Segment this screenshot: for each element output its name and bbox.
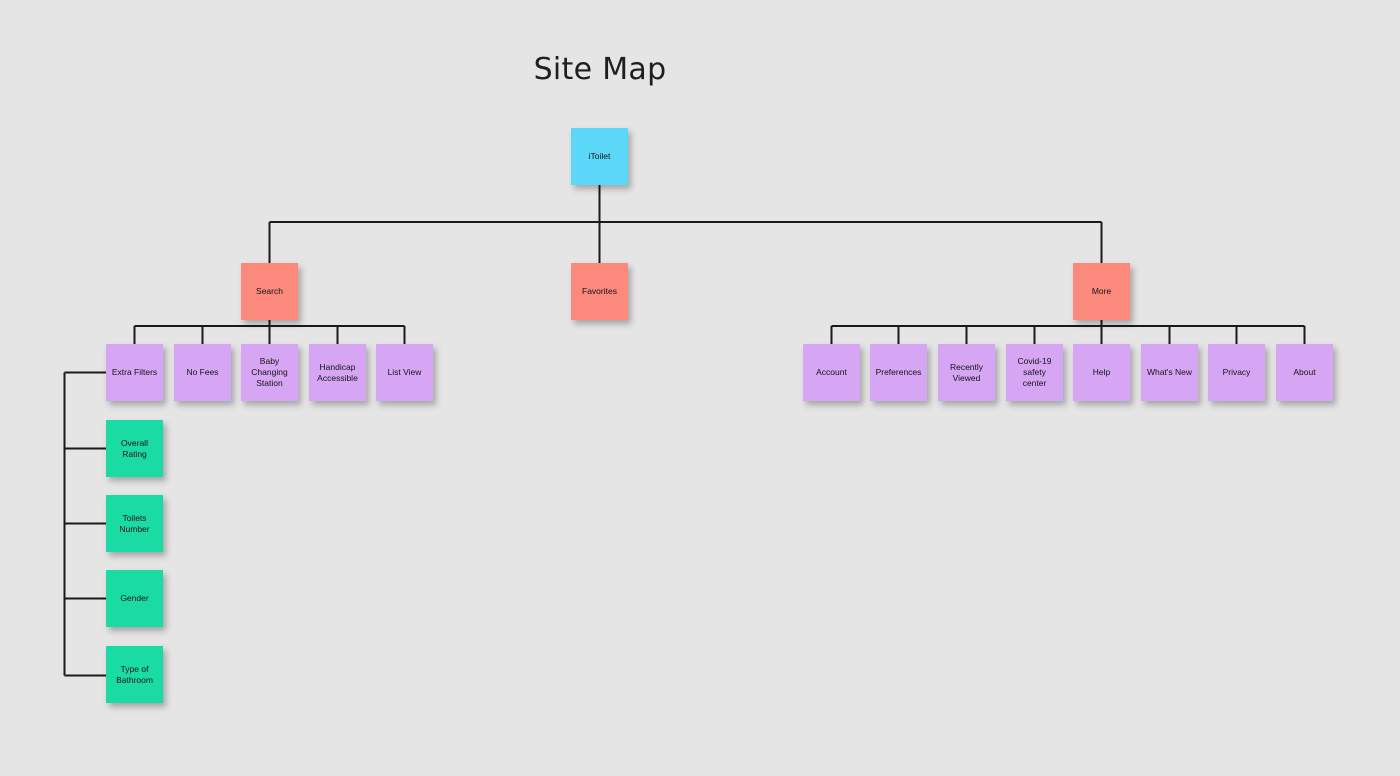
node-label: Gender — [120, 593, 149, 603]
node-label: Favorites — [582, 286, 617, 296]
node-no-fees[interactable]: No Fees — [174, 344, 231, 401]
node-label: Help — [1092, 367, 1111, 377]
node-label: Extra Filters — [111, 367, 158, 377]
node-label: Preferences — [875, 367, 922, 377]
node-label: Privacy — [1222, 367, 1251, 377]
node-type-of-bathroom[interactable]: Type of Bathroom — [106, 646, 163, 703]
node-root-itoilet[interactable]: iToilet — [571, 128, 628, 185]
node-label: Search — [256, 286, 283, 296]
node-label: Toilets Number — [119, 512, 150, 534]
node-label: Handicap Accessible — [317, 361, 358, 383]
node-about[interactable]: About — [1276, 344, 1333, 401]
node-label: Type of Bathroom — [116, 663, 153, 685]
node-favorites[interactable]: Favorites — [571, 263, 628, 320]
node-whats-new[interactable]: What's New — [1141, 344, 1198, 401]
node-label: List View — [387, 367, 422, 377]
node-overall-rating[interactable]: Overall Rating — [106, 420, 163, 477]
node-toilets-number[interactable]: Toilets Number — [106, 495, 163, 552]
page-title: Site Map — [533, 52, 667, 87]
node-privacy[interactable]: Privacy — [1208, 344, 1265, 401]
node-handicap-accessible[interactable]: Handicap Accessible — [309, 344, 366, 401]
node-list-view[interactable]: List View — [376, 344, 433, 401]
node-help[interactable]: Help — [1073, 344, 1130, 401]
node-account[interactable]: Account — [803, 344, 860, 401]
node-label: No Fees — [186, 367, 219, 377]
node-preferences[interactable]: Preferences — [870, 344, 927, 401]
node-baby-changing-station[interactable]: Baby Changing Station — [241, 344, 298, 401]
node-label: iToilet — [588, 151, 611, 161]
node-gender[interactable]: Gender — [106, 570, 163, 627]
node-label: Baby Changing Station — [251, 356, 288, 388]
node-label: Recently Viewed — [949, 361, 984, 383]
node-label: Covid-19 safety center — [1017, 356, 1052, 388]
node-label: What's New — [1146, 367, 1193, 377]
node-covid-19-safety-center[interactable]: Covid-19 safety center — [1006, 344, 1063, 401]
node-label: Overall Rating — [121, 437, 148, 459]
node-extra-filters[interactable]: Extra Filters — [106, 344, 163, 401]
node-more[interactable]: More — [1073, 263, 1130, 320]
node-recently-viewed[interactable]: Recently Viewed — [938, 344, 995, 401]
node-label: About — [1293, 367, 1316, 377]
node-label: Account — [816, 367, 847, 377]
node-search[interactable]: Search — [241, 263, 298, 320]
node-label: More — [1091, 286, 1112, 296]
